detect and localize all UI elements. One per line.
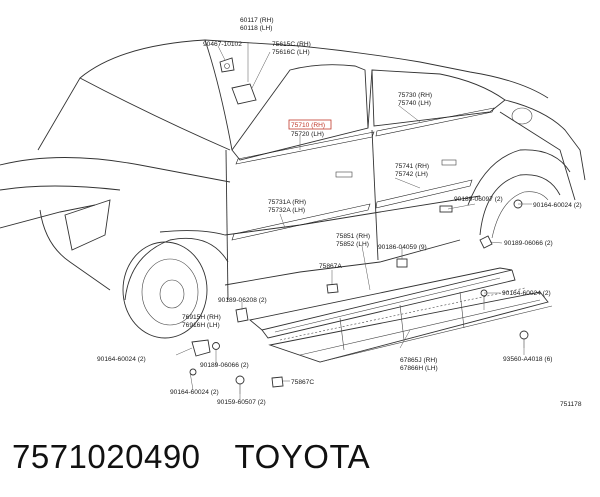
part-labels: 60117 (RH) 60118 (LH) 90467-10102 75615C… xyxy=(97,17,582,408)
fastener-90189-06208 xyxy=(235,307,249,323)
part-number: 7571020490 xyxy=(12,438,201,475)
label-90186-04059: 90186-04059 (9) xyxy=(378,244,427,251)
label-90164-60024-b: 90164-60024 (2) xyxy=(502,290,551,297)
belt-moulding-front xyxy=(235,131,375,165)
label-60117: 60117 (RH) xyxy=(240,17,274,24)
label-90164-60024-c: 90164-60024 (2) xyxy=(97,356,146,363)
fastener-75867C xyxy=(271,376,284,388)
label-90189-06066-b: 90189-06066 (2) xyxy=(200,362,249,369)
clip-75867A xyxy=(326,283,339,294)
label-90189-06066-a: 90189-06066 (2) xyxy=(504,240,553,247)
belt-moulding-rear xyxy=(375,107,495,137)
clip-90189-06066-a xyxy=(479,235,493,249)
car-body-outline xyxy=(0,39,586,339)
label-75615C: 75615C (RH) xyxy=(272,41,311,48)
label-76916H: 76916H (LH) xyxy=(182,322,220,329)
screw-93560 xyxy=(519,330,529,348)
label-90164-60024-d: 90164-60024 (2) xyxy=(170,389,219,396)
clip-90189-06097 xyxy=(439,205,453,213)
label-75732A: 75732A (LH) xyxy=(268,207,305,214)
label-90189-06208: 90189-06208 (2) xyxy=(218,297,267,304)
bracket-76915H xyxy=(191,339,220,357)
label-90164-60024-a: 90164-60024 (2) xyxy=(533,202,582,209)
screw-90164-c xyxy=(189,368,197,376)
label-90467: 90467-10102 xyxy=(203,41,242,48)
label-75740: 75740 (LH) xyxy=(398,100,431,107)
label-75867A: 75867A xyxy=(319,263,342,270)
door-moulding-front xyxy=(231,203,371,241)
fastener-90159 xyxy=(235,375,245,394)
label-75852: 75852 (LH) xyxy=(336,241,369,248)
label-60118: 60118 (LH) xyxy=(240,25,273,32)
label-75742: 75742 (LH) xyxy=(395,171,428,178)
label-75710: 75710 (RH) xyxy=(291,122,325,129)
label-67865J: 67865J (RH) xyxy=(400,357,437,364)
label-75867C: 75867C xyxy=(291,379,314,386)
label-90189-06097: 90189-06097 (2) xyxy=(454,196,503,203)
clip-90467 xyxy=(219,57,235,73)
clip-90186 xyxy=(396,258,408,268)
highlight-box-75710 xyxy=(288,119,332,130)
diagram-id: 751178 xyxy=(560,401,582,408)
screw-90164-b xyxy=(480,289,488,302)
brand-name: TOYOTA xyxy=(234,438,371,475)
label-75720: 75720 (LH) xyxy=(291,131,324,138)
label-75741: 75741 (RH) xyxy=(395,163,429,170)
label-90159-60507: 90159-60507 (2) xyxy=(217,399,266,406)
rocker-moulding xyxy=(248,267,553,363)
label-76915H: 76915H (RH) xyxy=(182,314,221,321)
label-67866H: 67866H (LH) xyxy=(400,365,438,372)
label-75731A: 75731A (RH) xyxy=(268,199,306,206)
door-moulding-rear xyxy=(375,179,473,209)
label-75851: 75851 (RH) xyxy=(336,233,370,240)
label-75730: 75730 (RH) xyxy=(398,92,432,99)
parts-diagram: 60117 (RH) 60118 (LH) 90467-10102 75615C… xyxy=(0,17,586,408)
part-caption: 7571020490 TOYOTA xyxy=(12,432,370,482)
label-93560-A4018: 93560-A4018 (6) xyxy=(503,356,553,363)
leader-lines xyxy=(175,42,532,400)
label-75616C: 75616C (LH) xyxy=(272,49,310,56)
